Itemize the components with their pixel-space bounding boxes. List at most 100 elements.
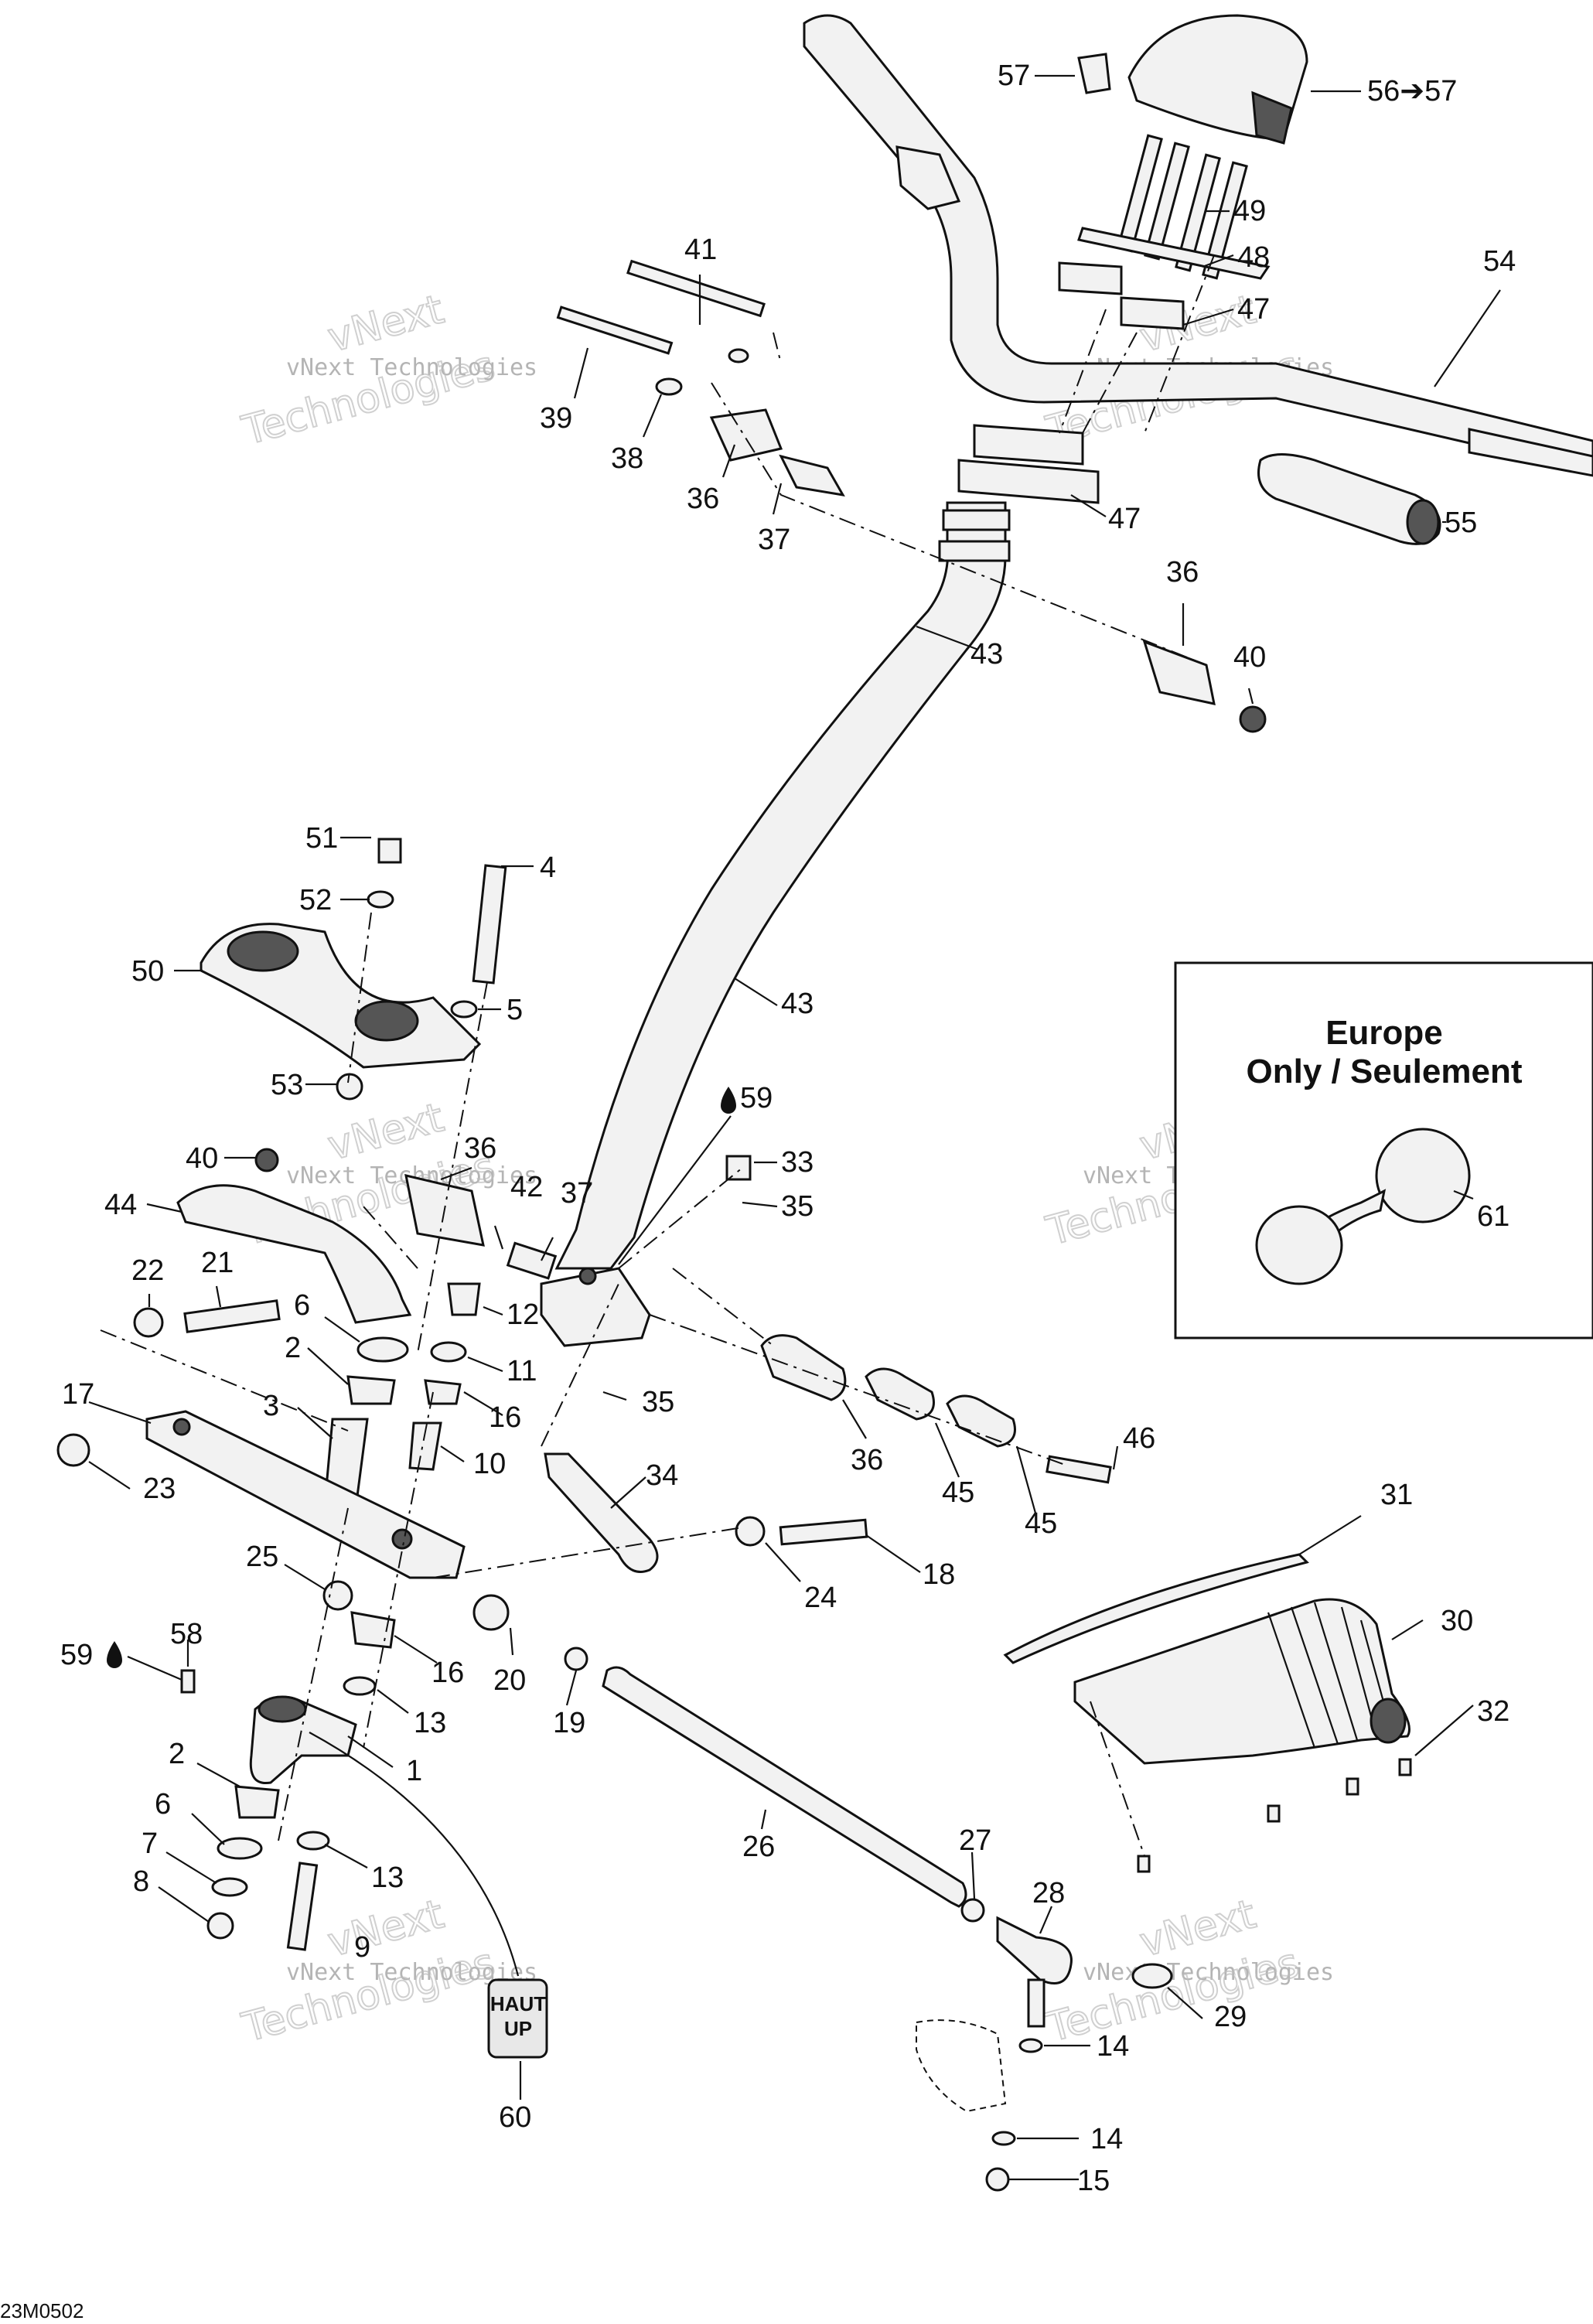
link-chain — [760, 1334, 1112, 1484]
washer-38 — [655, 377, 683, 396]
callout-14b: 14 — [1090, 2123, 1123, 2155]
callout-58: 58 — [170, 1618, 203, 1650]
callout-40a: 40 — [1233, 641, 1266, 674]
handlebar-tab — [895, 145, 961, 210]
ball-joint-20 — [472, 1594, 510, 1631]
bushing-2-lower — [234, 1785, 280, 1819]
tie-rods — [472, 1452, 1173, 2192]
callout-47a: 47 — [1237, 293, 1270, 326]
bolts-49 — [1117, 134, 1248, 280]
grease-droplet-icon-lower — [107, 1641, 122, 1668]
callout-60: 60 — [499, 2101, 531, 2134]
callout-16b: 16 — [432, 1657, 464, 1689]
nut-25 — [322, 1580, 353, 1611]
callout-44: 44 — [104, 1189, 137, 1221]
bolt-39 — [556, 305, 674, 355]
callout-16a: 16 — [489, 1401, 521, 1434]
upper-left-hardware — [556, 259, 1267, 733]
link-45-first — [865, 1367, 935, 1421]
bushing-36-upper — [709, 408, 783, 462]
link-45-second — [946, 1394, 1016, 1448]
callout-15: 15 — [1077, 2165, 1110, 2197]
handlebar-tube — [803, 14, 1593, 473]
bracket-44 — [176, 1184, 412, 1324]
callout-3: 3 — [263, 1390, 279, 1422]
callout-5: 5 — [507, 994, 523, 1026]
callout-54: 54 — [1483, 245, 1516, 278]
callout-43b: 43 — [781, 988, 814, 1020]
screw-32-c — [1267, 1804, 1281, 1823]
callout-37b: 37 — [561, 1177, 593, 1210]
callout-37a: 37 — [758, 524, 790, 556]
callout-13a: 13 — [414, 1707, 446, 1739]
boot-30-opening — [1370, 1698, 1407, 1744]
callout-49: 49 — [1233, 195, 1266, 227]
steering-column — [540, 501, 1011, 1347]
callout-33: 33 — [781, 1146, 814, 1179]
callout-24: 24 — [804, 1582, 837, 1614]
washer-6-upper — [356, 1336, 409, 1363]
callout-38: 38 — [611, 442, 643, 475]
callout-47b: 47 — [1108, 503, 1141, 535]
horn-bulb-61 — [1375, 1128, 1471, 1223]
column-bolt-hole — [578, 1267, 597, 1285]
bolt-51-head — [377, 838, 402, 864]
nut-19 — [564, 1647, 588, 1671]
boot-assembly — [1003, 1553, 1412, 1873]
callout-61: 61 — [1477, 1200, 1509, 1233]
pivot-assembly — [56, 1282, 481, 1951]
callout-42: 42 — [510, 1171, 543, 1203]
lever-17-hole-1 — [172, 1418, 191, 1436]
callout-6a: 6 — [294, 1289, 310, 1322]
grease-fitting-58 — [180, 1669, 196, 1694]
callout-10: 10 — [473, 1448, 506, 1480]
washer-6-lower — [217, 1837, 263, 1860]
callout-45a: 45 — [942, 1476, 974, 1509]
clamp-plate-48 — [1077, 227, 1271, 280]
callout-43a: 43 — [970, 638, 1003, 671]
callout-28: 28 — [1032, 1877, 1065, 1909]
callout-11: 11 — [507, 1355, 537, 1387]
bolt-21 — [183, 1299, 281, 1333]
callout-22: 22 — [131, 1254, 164, 1287]
spacer-37-center — [506, 1241, 558, 1280]
bolt-4 — [472, 864, 507, 985]
handlebar-end-54 — [1468, 428, 1593, 477]
callout-14a: 14 — [1097, 2030, 1129, 2063]
callout-23: 23 — [143, 1473, 176, 1505]
nut-40-center — [254, 1148, 279, 1172]
callout-2a: 2 — [285, 1332, 301, 1364]
callout-35b: 35 — [642, 1386, 674, 1418]
callout-48: 48 — [1237, 241, 1270, 274]
screw-32-a — [1398, 1758, 1412, 1776]
callout-20: 20 — [493, 1664, 526, 1697]
callout-6b: 6 — [155, 1788, 171, 1821]
diagram-code: 23M0502 — [0, 2299, 84, 2322]
callout-41: 41 — [684, 234, 717, 266]
callout-34: 34 — [646, 1459, 678, 1492]
europe-box-line2: Only / Seulement — [1247, 1053, 1523, 1090]
callout-39: 39 — [540, 402, 572, 435]
callout-59b: 59 — [60, 1639, 93, 1671]
handlebar-assembly — [803, 14, 1593, 545]
bushing-36-link — [760, 1334, 847, 1401]
plate-31 — [1003, 1553, 1309, 1664]
bolt-rod-end — [1027, 1978, 1046, 2028]
callout-53: 53 — [271, 1069, 303, 1101]
callout-51: 51 — [305, 822, 338, 855]
callout-59a: 59 — [740, 1082, 773, 1114]
haut-up-line2: UP — [504, 2017, 532, 2040]
steering-column-tube-43 — [554, 501, 1007, 1270]
europe-only-box: Europe Only / Seulement — [1174, 961, 1593, 1339]
bushing-16-lower — [350, 1611, 396, 1649]
bushing-16-upper — [424, 1379, 462, 1405]
callout-18: 18 — [923, 1558, 955, 1591]
bolt-46 — [1046, 1455, 1112, 1484]
grease-droplet-icon — [721, 1087, 736, 1114]
clamp-upper-47 — [1058, 261, 1123, 295]
callout-13b: 13 — [371, 1862, 404, 1894]
tie-rod-26 — [602, 1666, 967, 1908]
washer-13-lower — [296, 1831, 330, 1851]
lever-17-hole-2 — [391, 1528, 413, 1550]
